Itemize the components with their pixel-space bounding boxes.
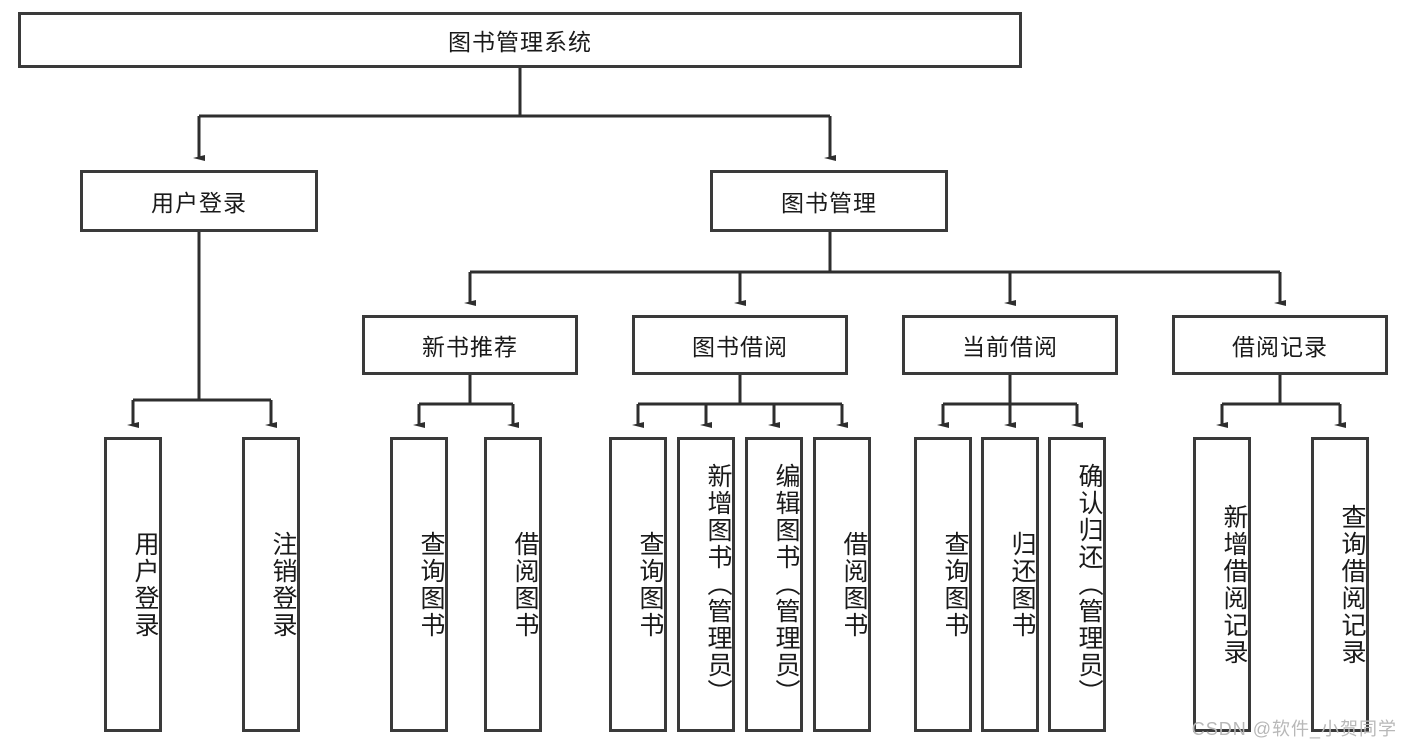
node-label: 注销登录 xyxy=(269,530,297,639)
node-label: 查询图书 xyxy=(636,530,664,639)
node-label: 借阅记录 xyxy=(1232,334,1328,360)
node-user-login[interactable]: 用户登录 xyxy=(80,170,318,232)
node-label: 查询图书 xyxy=(941,530,969,639)
leaf-query-book-current[interactable]: 查询图书 xyxy=(914,437,972,732)
node-label: 新增图书（管理员） xyxy=(704,463,732,706)
node-label: 当前借阅 xyxy=(962,334,1058,360)
node-book-borrow[interactable]: 图书借阅 xyxy=(632,315,848,375)
node-label: 新书推荐 xyxy=(422,334,518,360)
node-book-management[interactable]: 图书管理 xyxy=(710,170,948,232)
leaf-query-book-recommend[interactable]: 查询图书 xyxy=(390,437,448,732)
leaf-edit-book[interactable]: 编辑图书（管理员） xyxy=(745,437,803,732)
node-label: 图书管理系统 xyxy=(448,29,592,55)
node-label: 图书管理 xyxy=(781,190,877,216)
leaf-borrow-book-recommend[interactable]: 借阅图书 xyxy=(484,437,542,732)
node-root-system[interactable]: 图书管理系统 xyxy=(18,12,1022,68)
node-label: 借阅图书 xyxy=(511,530,539,639)
node-label: 新增借阅记录 xyxy=(1220,503,1248,666)
node-label: 查询图书 xyxy=(417,530,445,639)
node-label: 用户登录 xyxy=(131,530,159,639)
node-label: 查询借阅记录 xyxy=(1338,503,1366,666)
node-borrow-record[interactable]: 借阅记录 xyxy=(1172,315,1388,375)
leaf-return-book[interactable]: 归还图书 xyxy=(981,437,1039,732)
leaf-query-borrow-record[interactable]: 查询借阅记录 xyxy=(1311,437,1369,732)
leaf-add-borrow-record[interactable]: 新增借阅记录 xyxy=(1193,437,1251,732)
node-label: 用户登录 xyxy=(151,190,247,216)
node-new-book-recommend[interactable]: 新书推荐 xyxy=(362,315,578,375)
node-label: 借阅图书 xyxy=(840,530,868,639)
node-label: 编辑图书（管理员） xyxy=(772,463,800,706)
leaf-user-login[interactable]: 用户登录 xyxy=(104,437,162,732)
leaf-borrow-book[interactable]: 借阅图书 xyxy=(813,437,871,732)
watermark-text: CSDN @软件_小贺同学 xyxy=(1191,719,1397,739)
node-label: 归还图书 xyxy=(1008,530,1036,639)
leaf-add-book[interactable]: 新增图书（管理员） xyxy=(677,437,735,732)
node-label: 图书借阅 xyxy=(692,334,788,360)
node-current-borrow[interactable]: 当前借阅 xyxy=(902,315,1118,375)
leaf-query-book-borrow[interactable]: 查询图书 xyxy=(609,437,667,732)
leaf-logout-login[interactable]: 注销登录 xyxy=(242,437,300,732)
node-label: 确认归还（管理员） xyxy=(1075,463,1103,706)
leaf-confirm-return[interactable]: 确认归还（管理员） xyxy=(1048,437,1106,732)
